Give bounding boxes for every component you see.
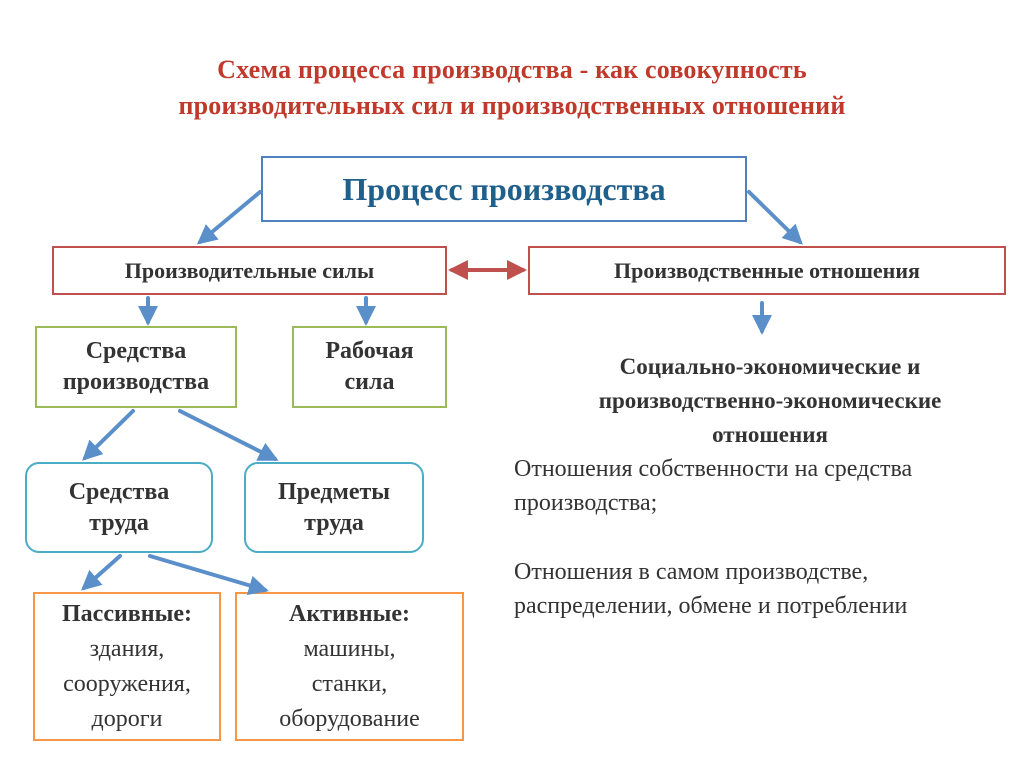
objects-of-labor-box: Предметы труда	[244, 462, 424, 553]
active-item: станки,	[311, 670, 388, 697]
relations-heading-line-1: Социально-экономические и	[619, 354, 921, 379]
objects-of-labor-line-1: Предметы	[277, 478, 391, 505]
passive-means-box: Пассивные: здания, сооружения, дороги	[33, 592, 221, 741]
arrow-means-to-objects-of-labor	[178, 409, 279, 461]
title-line-1: Схема процесса производства - как совоку…	[217, 55, 807, 84]
means-of-labor-line-1: Средства	[68, 478, 170, 505]
arrow-means-to-means-of-labor	[82, 409, 135, 461]
passive-item: сооружения,	[63, 670, 191, 697]
productive-forces-label: Производительные силы	[124, 257, 375, 283]
means-of-labor-box: Средства труда	[25, 462, 213, 553]
productive-forces-box: Производительные силы	[52, 246, 447, 295]
diagram-title: Схема процесса производства - как совоку…	[0, 52, 1024, 124]
relations-paragraph-ownership: Отношения собственности на средства прои…	[514, 452, 912, 520]
process-box: Процесс производства	[261, 156, 747, 222]
process-label: Процесс производства	[342, 170, 666, 207]
production-relations-box: Производственные отношения	[528, 246, 1006, 295]
arrow-process-to-forces	[196, 190, 262, 245]
active-item: машины,	[303, 635, 396, 662]
relations-heading: Социально-экономические и производственн…	[500, 350, 1024, 452]
passive-item: дороги	[91, 705, 163, 732]
arrow-means-of-labor-to-active	[148, 554, 269, 596]
labor-force-box: Рабочая сила	[292, 326, 447, 408]
active-item: оборудование	[279, 705, 420, 732]
means-of-production-line-2: производства	[62, 369, 210, 395]
relations-heading-line-3: отношения	[712, 422, 828, 447]
relations-heading-line-2: производственно-экономические	[598, 388, 942, 413]
arrow-process-to-relations	[747, 190, 803, 245]
relations-paragraph-1-line-1: Отношения собственности на средства	[514, 456, 913, 482]
relations-paragraph-2-line-2: распределении, обмене и потреблении	[514, 593, 908, 619]
labor-force-line-2: сила	[344, 369, 395, 395]
labor-force-line-1: Рабочая	[325, 338, 414, 364]
objects-of-labor-line-2: труда	[304, 509, 364, 536]
passive-item: здания,	[89, 635, 165, 662]
means-of-production-line-1: Средства	[85, 338, 187, 364]
relations-paragraph-2-line-1: Отношения в самом производстве,	[514, 559, 869, 585]
relations-paragraph-production: Отношения в самом производстве, распреде…	[514, 555, 907, 623]
title-line-2: производительных сил и производственных …	[178, 91, 846, 120]
passive-heading: Пассивные:	[62, 600, 192, 627]
active-heading: Активные:	[289, 600, 410, 627]
active-means-box: Активные: машины, станки, оборудование	[235, 592, 464, 741]
means-of-production-box: Средства производства	[35, 326, 237, 408]
arrow-means-of-labor-to-passive	[81, 554, 122, 591]
relations-paragraph-1-line-2: производства;	[514, 490, 658, 516]
means-of-labor-line-2: труда	[89, 509, 149, 536]
production-relations-label: Производственные отношения	[614, 257, 920, 283]
